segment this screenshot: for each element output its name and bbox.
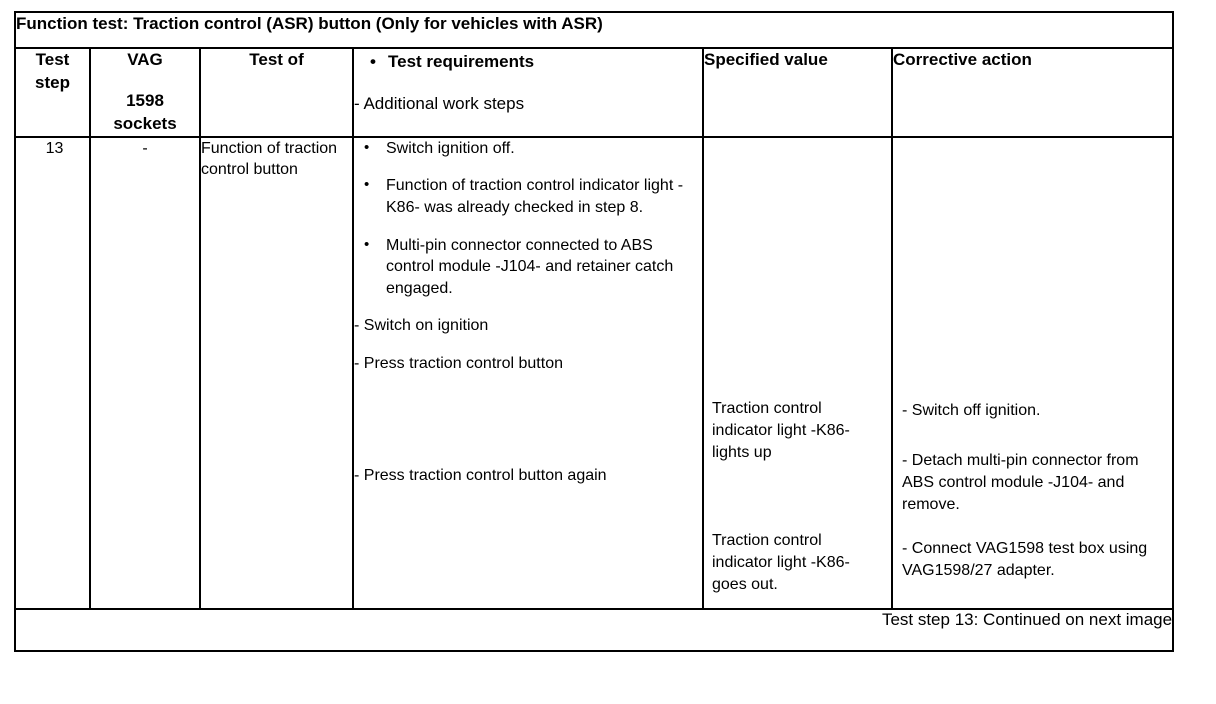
header-vag-line3: sockets [113,113,177,133]
header-specified-value: Specified value [702,47,893,138]
specified-value-item: Traction control indicator light -K86- g… [712,531,850,593]
corrective-action-item: - Detach multi-pin connector from ABS co… [902,451,1139,513]
bullet-dot-icon: • [364,176,370,194]
header-test-of-label: Test of [249,50,304,69]
requirement-dash-item: - Press traction control button [354,354,563,372]
header-additional-work-steps: - Additional work steps [354,94,525,114]
header-vag-line2: 1598 [126,90,164,110]
cell-vag-socket: - [89,135,201,610]
cell-corrective-action: - Switch off ignition. - Detach multi-pi… [890,135,1175,610]
cell-test-of: Function of traction control button [199,135,354,610]
header-requirements-label: Test requirements [388,52,535,71]
vag-socket-value: - [142,139,148,157]
bullet-dot-icon: • [370,52,376,71]
function-test-table: Function test: Traction control (ASR) bu… [13,11,1175,652]
table-row: 13 - Function of traction control button… [14,135,1175,610]
header-corrective-action: Corrective action [890,47,1175,138]
requirement-bullet-item: • Switch ignition off. [354,138,702,160]
header-test-of: Test of [199,47,354,138]
bullet-dot-icon: • [364,138,370,156]
header-requirements: • Test requirements - Additional work st… [352,47,704,138]
table-header-row: Test step VAG 1598 sockets Test of • Tes… [14,47,1175,138]
requirement-bullet-item: • Function of traction control indicator… [354,175,702,218]
header-test-step-line2: step [35,72,70,92]
header-vag-sockets: VAG 1598 sockets [89,47,201,138]
requirement-dash-item: - Press traction control button again [354,466,607,484]
specified-value-item: Traction control indicator light -K86- l… [712,399,850,461]
cell-test-step: 13 [14,135,91,610]
header-vag-line1: VAG [127,50,163,69]
requirement-dash-item: - Switch on ignition [354,317,489,335]
requirement-bullet-item: • Multi-pin connector connected to ABS c… [354,235,702,300]
header-test-step: Test step [14,47,91,138]
cell-test-requirements: • Switch ignition off. • Function of tra… [352,135,704,610]
requirement-bullet-text: Function of traction control indicator l… [386,177,684,216]
requirement-spacer [354,391,702,465]
corrective-action-item: - Switch off ignition. [902,401,1041,419]
header-specified-value-label: Specified value [704,50,828,69]
header-vag-spacer [91,72,199,90]
corrective-action-item: - Connect VAG1598 test box using VAG1598… [902,539,1148,579]
table-footer-row: Test step 13: Continued on next image [13,607,1175,652]
table-title-row: Function test: Traction control (ASR) bu… [13,11,1175,49]
header-requirements-bullet: • Test requirements [370,51,702,73]
header-corrective-action-label: Corrective action [893,50,1032,69]
header-test-step-line1: Test [35,50,70,69]
requirement-bullet-text: Multi-pin connector connected to ABS con… [386,236,674,297]
requirement-bullet-text: Switch ignition off. [386,139,515,157]
continuation-note: Test step 13: Continued on next image [13,607,1175,652]
test-step-number: 13 [45,139,64,157]
bullet-dot-icon: • [364,235,370,253]
table-title: Function test: Traction control (ASR) bu… [13,11,1175,49]
cell-specified-value: Traction control indicator light -K86- l… [702,135,893,610]
test-of-value: Function of traction control button [201,139,338,178]
